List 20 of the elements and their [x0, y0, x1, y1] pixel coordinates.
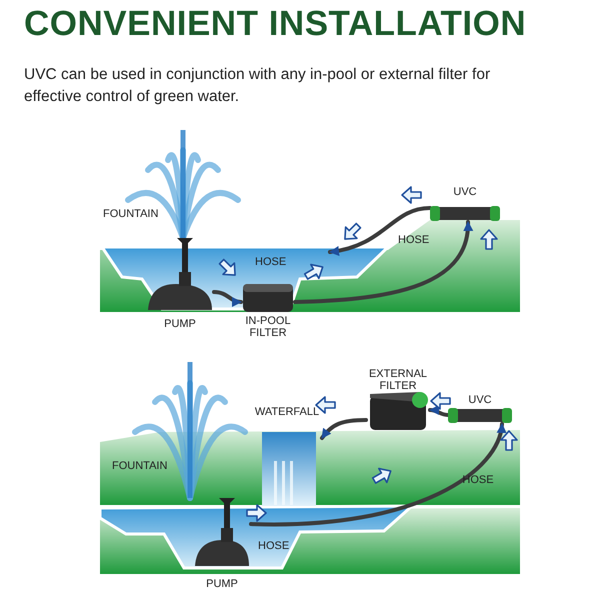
hose-label: HOSE [258, 540, 290, 552]
part-label: UVC [452, 186, 478, 198]
hose-label: HOSE [398, 234, 430, 246]
part-label: EXTERNAL FILTER [368, 368, 428, 392]
part-label: WATERFALL [254, 406, 320, 418]
hose [212, 258, 243, 306]
part-label: FOUNTAIN [103, 208, 158, 220]
intro-text: UVC can be used in conjunction with any in-pool or external filter for effective control of green water. [24, 65, 492, 107]
hose [246, 422, 518, 526]
hose [293, 220, 498, 304]
hose [328, 186, 432, 256]
hose [315, 396, 368, 440]
part-label: PUMP [163, 318, 197, 330]
heading: CONVENIENT INSTALLATION [24, 4, 526, 44]
hose [428, 392, 451, 417]
part-label: IN-POOL FILTER [244, 315, 292, 339]
part-label: PUMP [205, 578, 239, 590]
part-label: FOUNTAIN [112, 460, 168, 472]
hose-label: HOSE [255, 256, 286, 268]
part-label: UVC [467, 394, 493, 406]
